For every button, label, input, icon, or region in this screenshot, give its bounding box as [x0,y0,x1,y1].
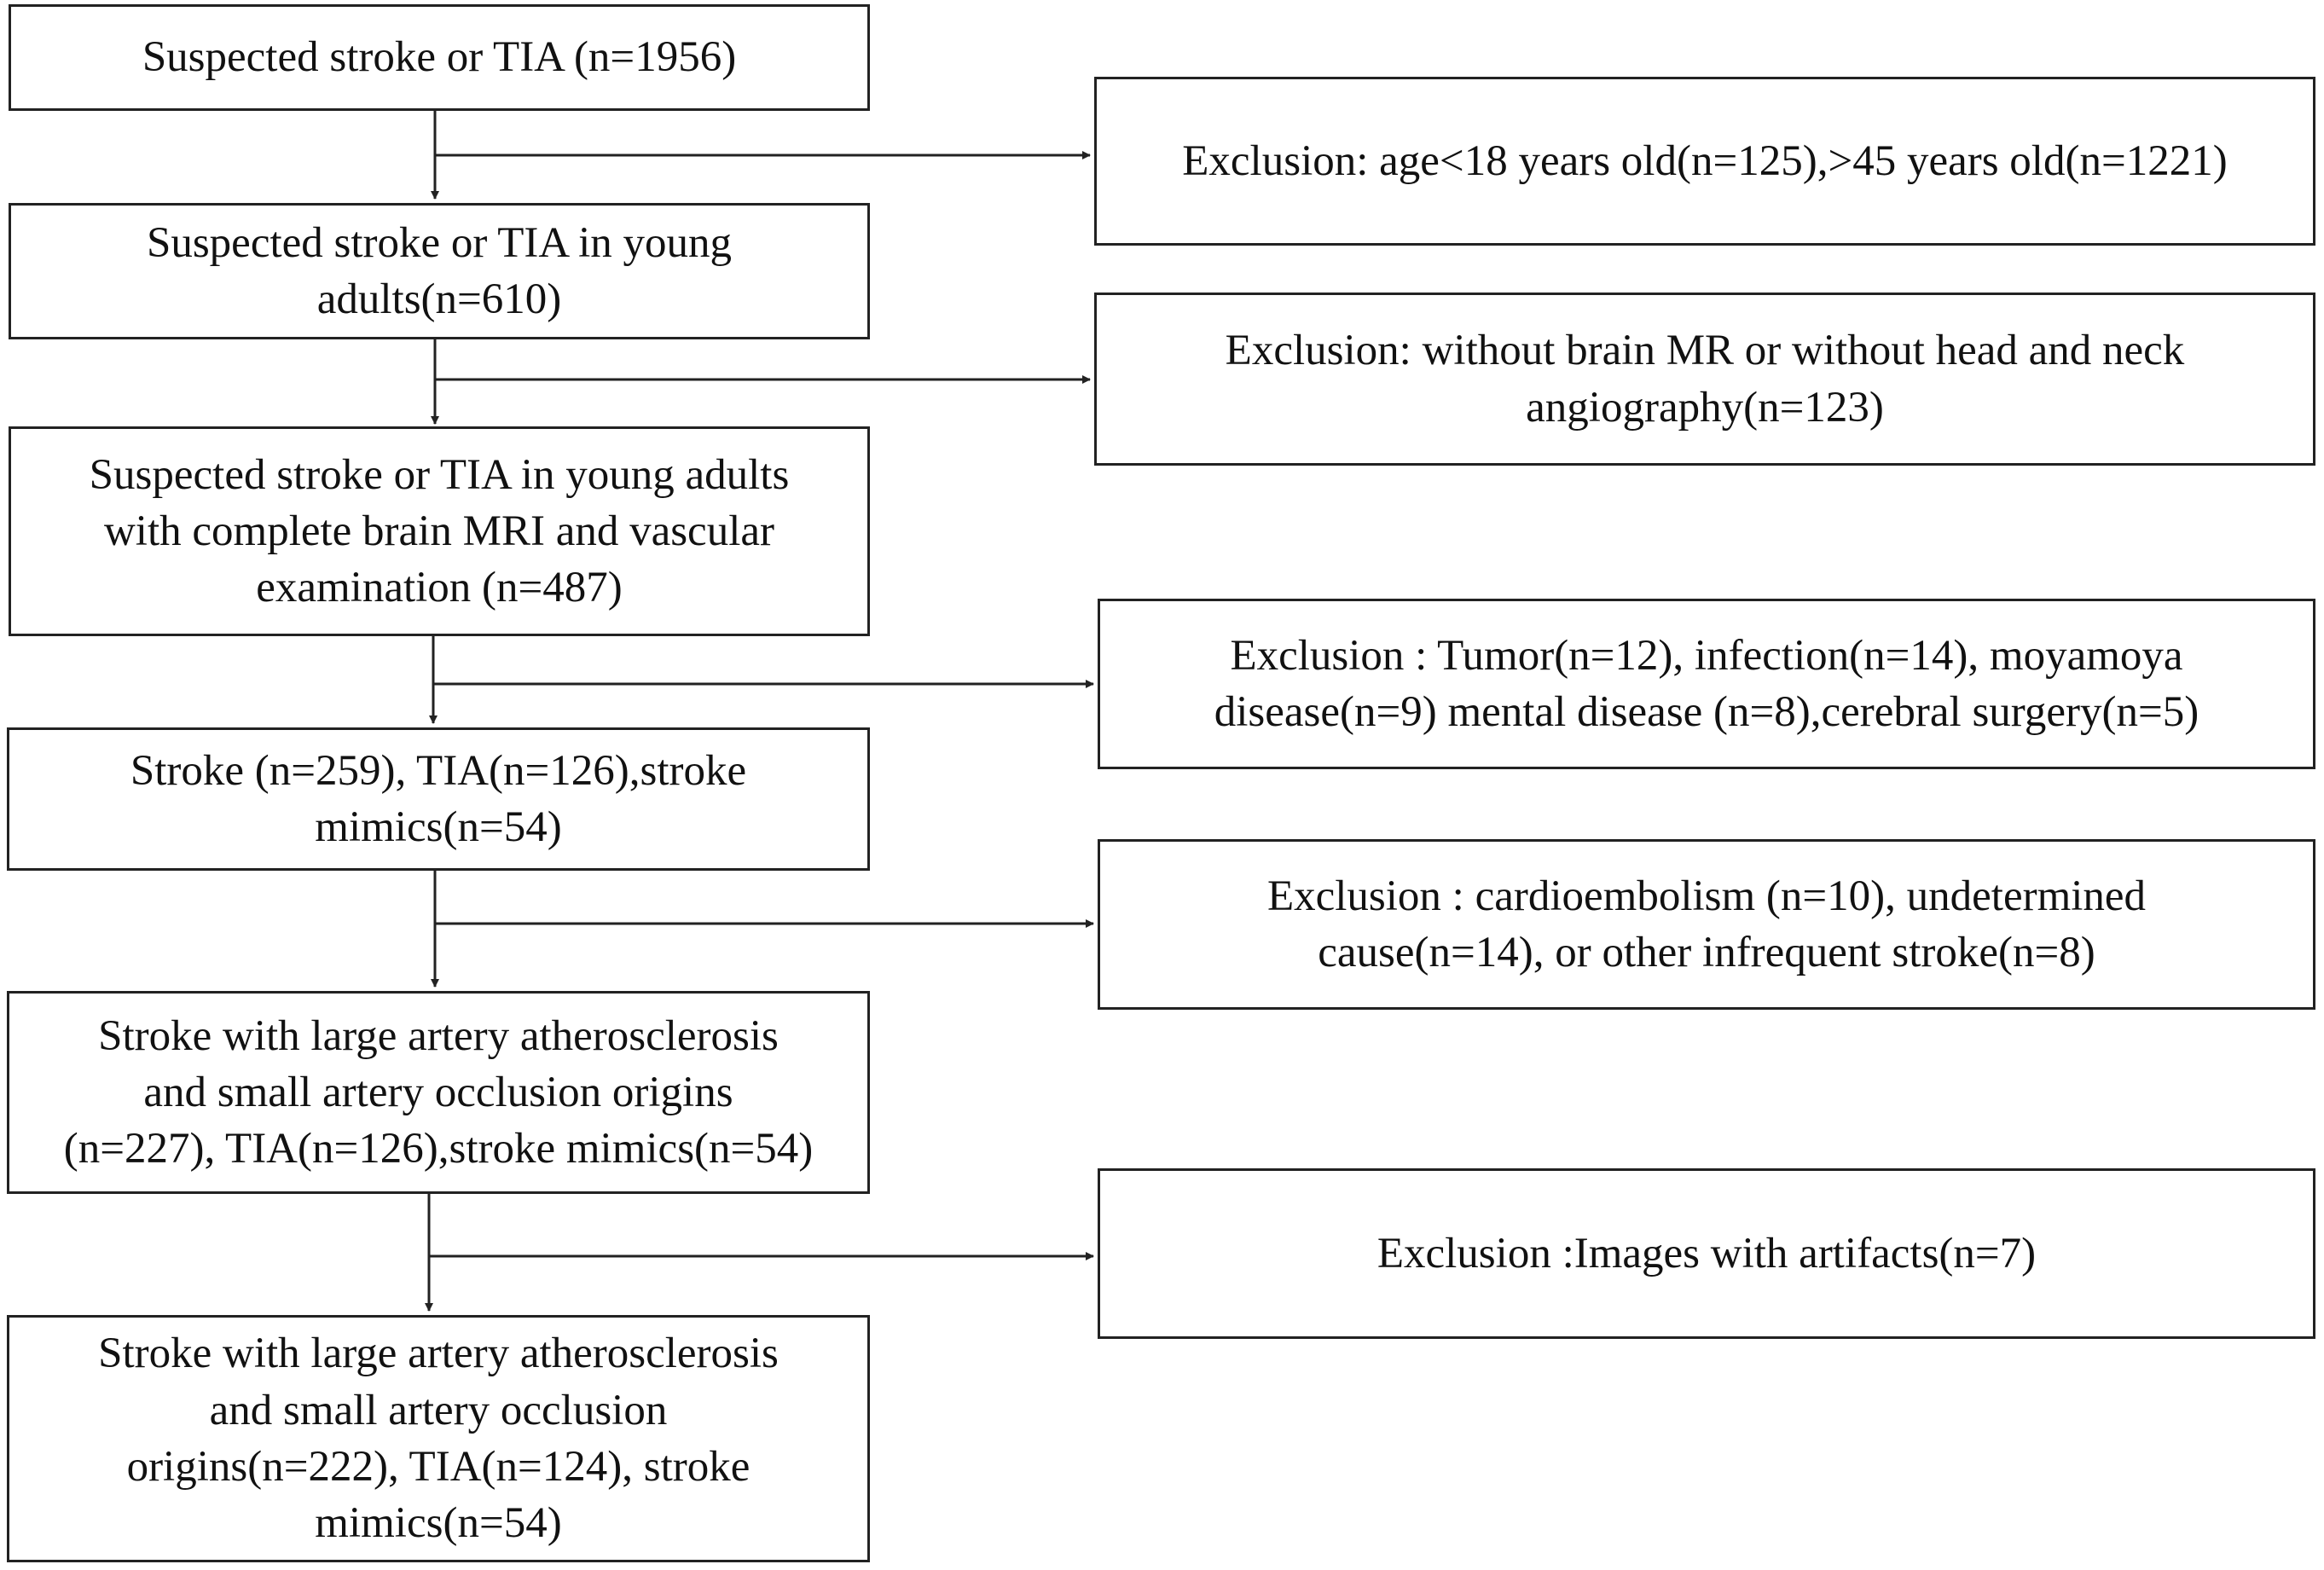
step-young-adults: Suspected stroke or TIA in young adults(… [9,203,870,339]
exclusion-age: Exclusion: age<18 years old(n=125),>45 y… [1094,77,2315,246]
step-laa-sao-origins: Stroke with large artery atherosclerosis… [7,991,870,1194]
exclusion-age-text: Exclusion: age<18 years old(n=125),>45 y… [1182,136,2228,185]
exclusion-artifacts-text: Exclusion :Images with artifacts(n=7) [1376,1229,2037,1277]
step-final-cohort-text: Stroke with large artery atherosclerosis… [98,1330,779,1548]
step-stroke-tia-mimics: Stroke (n=259), TIA(n=126),stroke mimics… [7,727,870,871]
step-suspected-stroke: Suspected stroke or TIA (n=1956) [9,4,870,111]
exclusion-stroke-subtypes-text: Exclusion : cardioembolism (n=10), undet… [1266,872,2147,976]
step-final-cohort: Stroke with large artery atherosclerosis… [7,1315,870,1562]
step-stroke-tia-mimics-text: Stroke (n=259), TIA(n=126),stroke mimics… [130,746,747,851]
step-complete-imaging: Suspected stroke or TIA in young adults … [9,426,870,636]
exclusion-imaging: Exclusion: without brain MR or without h… [1094,293,2315,466]
step-laa-sao-origins-text: Stroke with large artery atherosclerosis… [63,1011,814,1173]
step-complete-imaging-text: Suspected stroke or TIA in young adults … [89,450,790,612]
exclusion-stroke-subtypes: Exclusion : cardioembolism (n=10), undet… [1098,839,2315,1010]
exclusion-imaging-text: Exclusion: without brain MR or without h… [1225,327,2185,432]
exclusion-conditions: Exclusion : Tumor(n=12), infection(n=14)… [1098,599,2315,769]
exclusion-artifacts: Exclusion :Images with artifacts(n=7) [1098,1168,2315,1339]
exclusion-conditions-text: Exclusion : Tumor(n=12), infection(n=14)… [1214,631,2199,736]
step-young-adults-text: Suspected stroke or TIA in young adults(… [146,218,733,323]
step-suspected-stroke-text: Suspected stroke or TIA (n=1956) [142,33,737,82]
